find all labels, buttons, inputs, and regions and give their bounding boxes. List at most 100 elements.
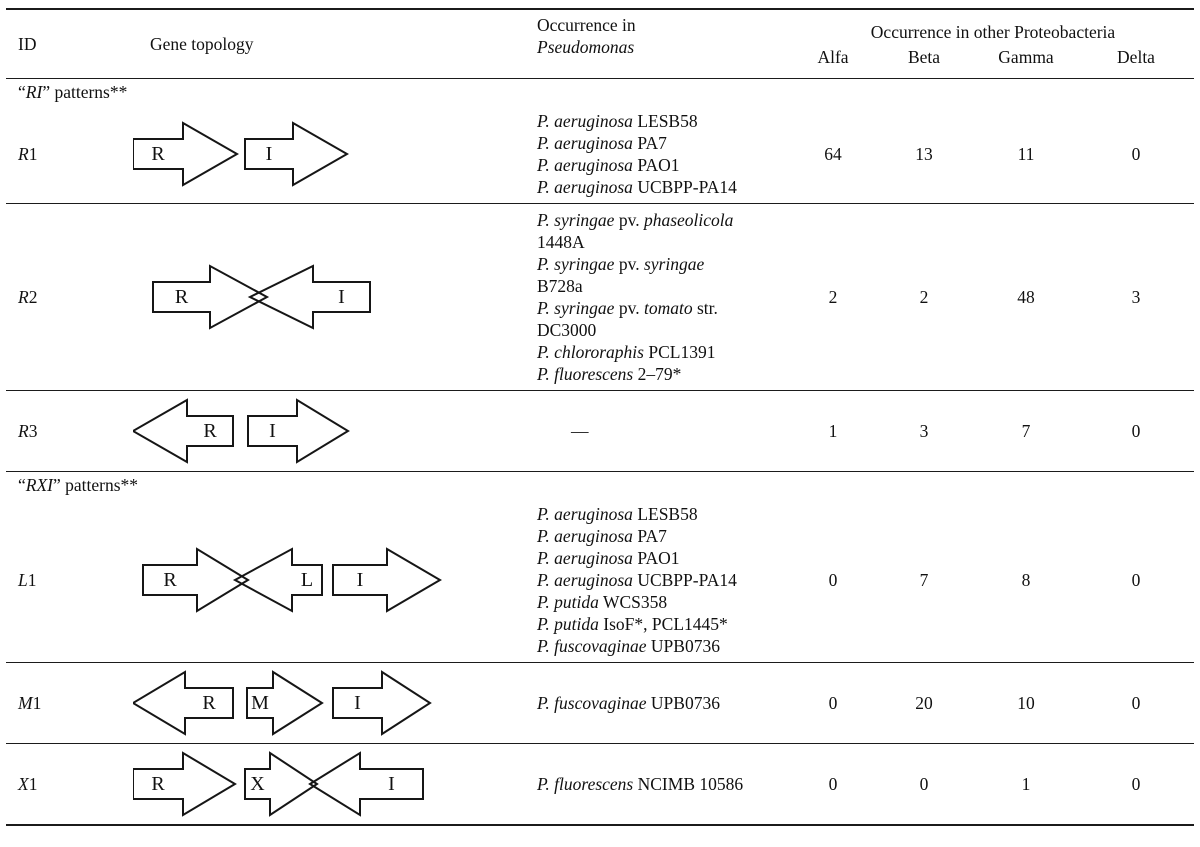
text-segment: patterns** bbox=[50, 82, 128, 102]
column-header-gene-topology: Gene topology bbox=[150, 33, 254, 54]
species-line: P. aeruginosa UCBPP-PA14 bbox=[537, 176, 737, 198]
text-segment: 1 bbox=[32, 692, 42, 713]
text-segment: P. syringae bbox=[537, 254, 615, 274]
gene-arrow-i-right-icon bbox=[332, 547, 442, 613]
gene-arrow-i-right-icon bbox=[247, 398, 350, 464]
occurrence-value-alfa: 64 bbox=[824, 143, 842, 164]
species-line: P. aeruginosa LESB58 bbox=[537, 110, 698, 132]
species-line: P. aeruginosa LESB58 bbox=[537, 503, 698, 525]
text-segment: tomato bbox=[643, 298, 693, 318]
text-segment: P. aeruginosa bbox=[537, 133, 633, 153]
occurrence-value-gamma: 8 bbox=[1021, 569, 1031, 590]
occurrence-value-gamma: 48 bbox=[1017, 286, 1035, 307]
text-segment: 1 bbox=[27, 569, 37, 590]
text-segment: 2 bbox=[28, 286, 38, 307]
column-header-occurrence-other: Occurrence in other Proteobacteria Alfa … bbox=[792, 10, 1194, 78]
occurrence-value-alfa: 0 bbox=[828, 692, 838, 713]
text-segment: M bbox=[18, 692, 33, 713]
text-segment: P. aeruginosa bbox=[537, 177, 633, 197]
species-line: P. putida IsoF*, PCL1445* bbox=[537, 613, 728, 635]
gene-label-r: R bbox=[163, 569, 177, 591]
gene-label-r: R bbox=[151, 773, 165, 795]
species-line: DC3000 bbox=[537, 319, 596, 341]
occurrence-value-delta: 0 bbox=[1131, 569, 1141, 590]
text-segment: P. aeruginosa bbox=[537, 155, 633, 175]
text-segment: P. fluorescens bbox=[537, 774, 634, 794]
gene-topology-table: ID Gene topology Occurrence in Pseudomon… bbox=[6, 8, 1194, 826]
text-segment: P. aeruginosa bbox=[537, 548, 633, 568]
text-segment: pv. bbox=[614, 298, 644, 318]
species-line: 1448A bbox=[537, 231, 585, 253]
occurrence-value-delta: 0 bbox=[1131, 692, 1141, 713]
text-segment: “ bbox=[18, 82, 26, 102]
occurrence-value-beta: 2 bbox=[919, 286, 929, 307]
text-segment: “ bbox=[18, 475, 26, 495]
occurrence-value-beta: 0 bbox=[919, 773, 929, 794]
text-segment: PAO1 bbox=[632, 548, 680, 568]
gene-label-i: I bbox=[338, 286, 345, 308]
gene-arrow-r-right-icon bbox=[152, 264, 270, 330]
text-segment: LESB58 bbox=[632, 111, 698, 131]
column-header-alfa: Alfa bbox=[817, 47, 849, 67]
text-segment: ” bbox=[53, 475, 61, 495]
text-segment: LESB58 bbox=[632, 504, 698, 524]
gene-label-i: I bbox=[388, 773, 395, 795]
text-segment: P. fuscovaginae bbox=[537, 636, 647, 656]
pseudomonas-occurrence-cell: P. fluorescens NCIMB 10586 bbox=[537, 744, 792, 824]
text-segment: UPB0736 bbox=[646, 636, 720, 656]
occurrence-value-gamma: 7 bbox=[1021, 420, 1031, 441]
species-line: P. fuscovaginae UPB0736 bbox=[537, 635, 720, 657]
text-segment: P. aeruginosa bbox=[537, 111, 633, 131]
text-segment: syringae bbox=[643, 254, 705, 274]
text-segment: P. putida bbox=[537, 614, 599, 634]
text-segment: UPB0736 bbox=[646, 693, 720, 713]
text-segment: R bbox=[18, 286, 29, 307]
gene-arrow-m-right-icon bbox=[246, 670, 324, 736]
text-segment: DC3000 bbox=[537, 320, 597, 340]
text-segment: — bbox=[571, 421, 589, 441]
species-line: P. fluorescens 2–79* bbox=[537, 363, 681, 385]
gene-label-r: R bbox=[175, 286, 189, 308]
column-header-gamma: Gamma bbox=[998, 47, 1054, 67]
text-segment: R bbox=[18, 143, 29, 164]
text-segment: IsoF*, PCL1445* bbox=[598, 614, 728, 634]
text-segment: P. putida bbox=[537, 592, 599, 612]
pseudomonas-occurrence-cell: — bbox=[537, 391, 792, 471]
gene-arrow-i-right-icon bbox=[244, 121, 350, 187]
gene-label-m: M bbox=[251, 692, 269, 714]
text-segment: X bbox=[18, 773, 29, 794]
gene-arrow-i-left-icon bbox=[308, 751, 424, 817]
text-segment: RXI bbox=[25, 475, 53, 495]
species-line: P. syringae pv. phaseolicola bbox=[537, 209, 733, 231]
text-segment: 2–79* bbox=[633, 364, 682, 384]
text-segment: UCBPP-PA14 bbox=[632, 177, 737, 197]
occurrence-value-gamma: 1 bbox=[1021, 773, 1031, 794]
text-segment: B728a bbox=[537, 276, 583, 296]
gene-label-i: I bbox=[357, 569, 364, 591]
occurrence-value-delta: 0 bbox=[1131, 420, 1141, 441]
occurrence-value-delta: 0 bbox=[1131, 773, 1141, 794]
gene-arrow-r-left-icon bbox=[133, 398, 234, 464]
gene-label-x: X bbox=[250, 773, 265, 795]
gene-label-l: L bbox=[301, 569, 313, 591]
species-line: P. putida WCS358 bbox=[537, 591, 667, 613]
